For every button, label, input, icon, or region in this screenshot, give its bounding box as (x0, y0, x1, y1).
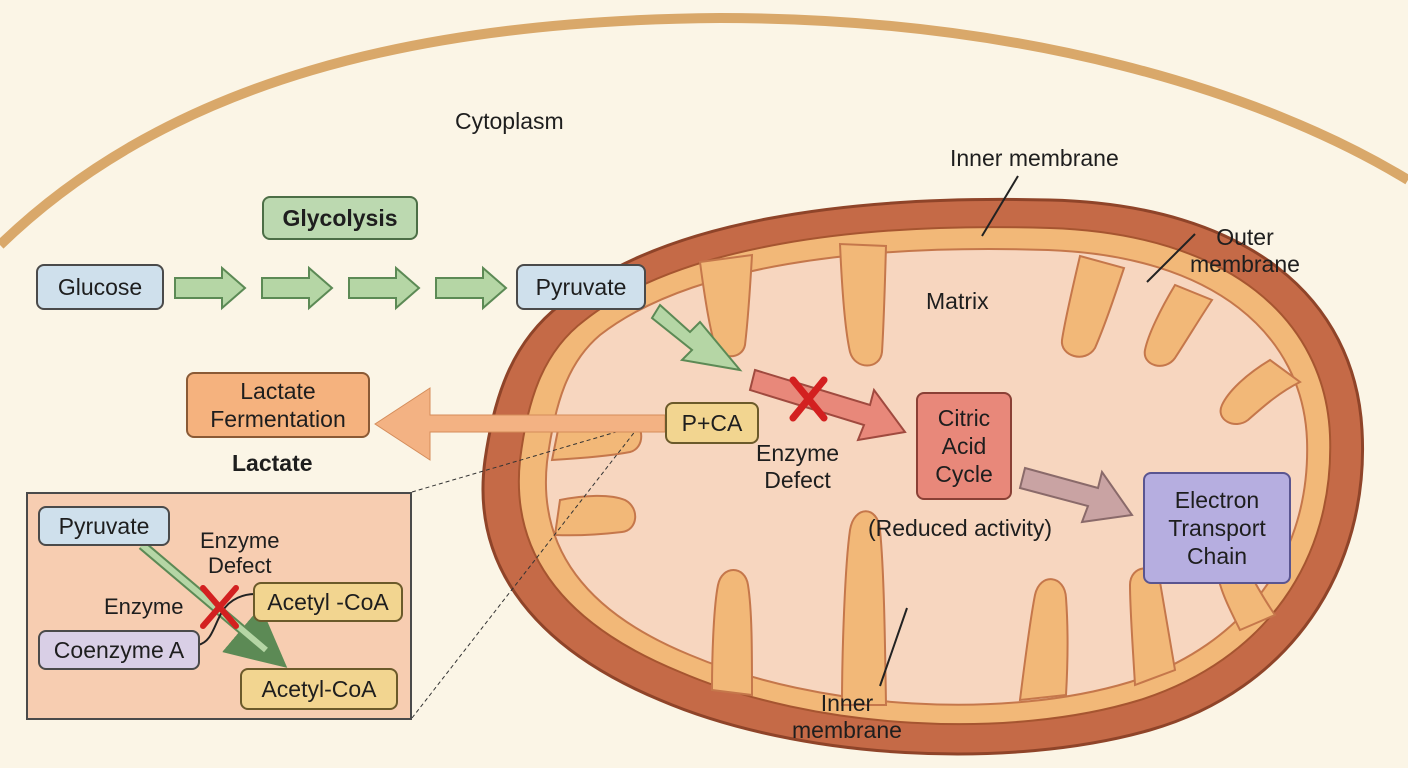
glycolysis-arrow-3 (348, 265, 421, 311)
outer-membrane-label: Outer membrane (1190, 224, 1300, 277)
glucose-box: Glucose (36, 264, 164, 310)
leader-lines (879, 175, 1196, 687)
cac-to-etc-arrow (1018, 466, 1134, 524)
inset-acetyl-coa-box-2: Acetyl-CoA (240, 668, 398, 710)
pca-box: P+CA (665, 402, 759, 444)
inner-membrane-bottom-label: Inner membrane (792, 690, 902, 743)
glycolysis-arrow-4 (435, 265, 508, 311)
zoom-dashed-lines (411, 424, 641, 719)
lactate-fermentation-box: Lactate Fermentation (186, 372, 370, 438)
glycolysis-arrows (174, 265, 508, 311)
pyruvate-box: Pyruvate (516, 264, 646, 310)
inner-membrane-top-label: Inner membrane (950, 145, 1119, 171)
electron-transport-chain-box: Electron Transport Chain (1143, 472, 1291, 584)
cristae (550, 242, 1302, 706)
blocked-pdh-arrow (748, 368, 907, 442)
inset-enzyme-defect-label: Enzyme Defect (200, 528, 280, 578)
inset-coenzyme-a-box: Coenzyme A (38, 630, 200, 670)
inset-enzyme-label: Enzyme (104, 594, 184, 619)
glycolysis-arrow-2 (261, 265, 334, 311)
defect-x-icon (789, 376, 828, 422)
lactate-label: Lactate (232, 450, 313, 476)
citric-acid-cycle-box: Citric Acid Cycle (916, 392, 1012, 500)
glycolysis-box: Glycolysis (262, 196, 418, 240)
reduced-activity-label: (Reduced activity) (868, 515, 1053, 541)
matrix-label: Matrix (926, 288, 989, 314)
lactate-arrow (374, 387, 666, 461)
enzyme-defect-label: Enzyme Defect (756, 440, 840, 493)
inset-pyruvate-box: Pyruvate (38, 506, 170, 546)
cell-membrane (0, 12, 1408, 249)
glycolysis-arrow-1 (174, 265, 247, 311)
pyruvate-entry-arrow (650, 303, 743, 372)
inset-acetyl-coa-box-1: Acetyl -CoA (253, 582, 403, 622)
cytoplasm-label: Cytoplasm (455, 108, 564, 134)
